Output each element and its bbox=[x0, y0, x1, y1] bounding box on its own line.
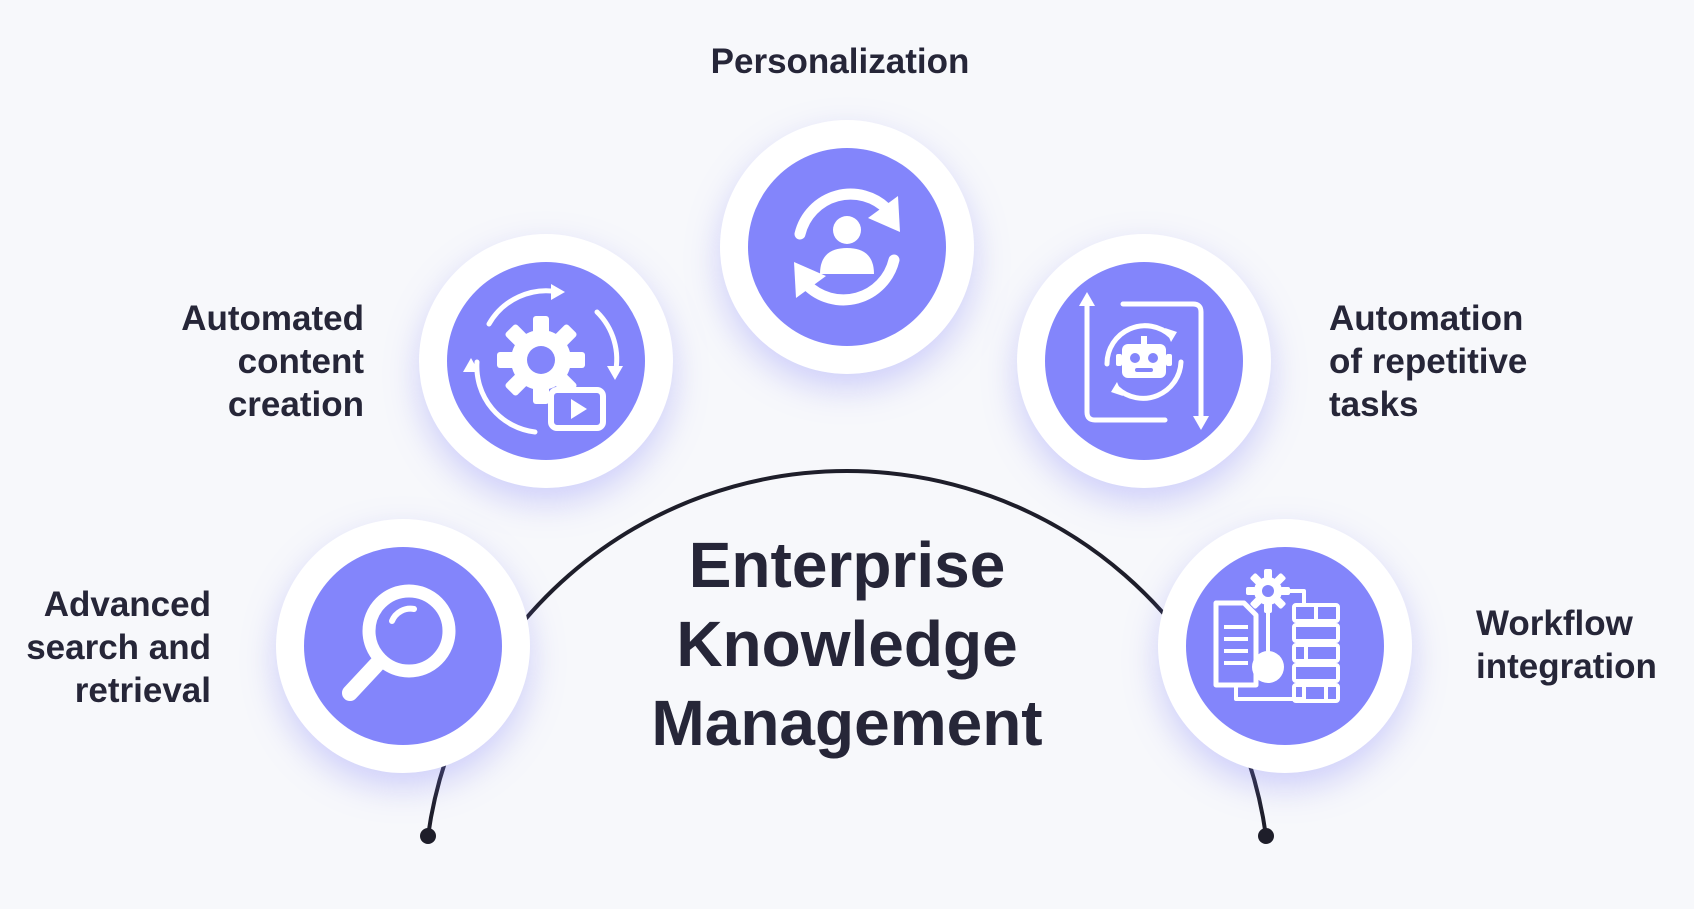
node-advanced-search-retrieval bbox=[276, 519, 530, 773]
node-disc bbox=[447, 262, 645, 460]
gear-video-cycle-icon bbox=[463, 284, 623, 435]
node-disc bbox=[1186, 547, 1384, 745]
title-line: Knowledge bbox=[676, 608, 1018, 680]
title-line: Management bbox=[651, 687, 1043, 759]
label-line: content bbox=[237, 342, 364, 381]
label-line: Personalization bbox=[710, 42, 970, 81]
title-line: Enterprise bbox=[688, 529, 1006, 601]
person-refresh-icon bbox=[794, 188, 900, 306]
label-line: Automated bbox=[181, 299, 364, 338]
node-disc bbox=[748, 148, 946, 346]
label-line: integration bbox=[1476, 647, 1657, 686]
label-workflow-integration: Workflow integration bbox=[1476, 602, 1657, 688]
label-line: tasks bbox=[1329, 385, 1419, 424]
arc-endpoint-right bbox=[1258, 828, 1274, 844]
node-disc bbox=[304, 547, 502, 745]
label-line: of repetitive bbox=[1329, 342, 1528, 381]
robot-cycle-icon bbox=[1079, 292, 1209, 430]
label-personalization: Personalization bbox=[690, 40, 990, 83]
node-personalization bbox=[720, 120, 974, 374]
workflow-document-icon bbox=[1213, 569, 1340, 703]
label-line: retrieval bbox=[74, 671, 211, 710]
diagram-title: Enterprise Knowledge Management bbox=[590, 526, 1104, 763]
node-automated-content-creation bbox=[419, 234, 673, 488]
label-advanced-search-retrieval: Advanced search and retrieval bbox=[10, 583, 211, 712]
label-automation-repetitive-tasks: Automation of repetitive tasks bbox=[1329, 297, 1527, 426]
node-disc bbox=[1045, 262, 1243, 460]
label-line: Advanced bbox=[43, 585, 211, 624]
node-workflow-integration bbox=[1158, 519, 1412, 773]
label-line: Automation bbox=[1329, 299, 1524, 338]
label-automated-content-creation: Automated content creation bbox=[100, 297, 364, 426]
magnifier-icon bbox=[342, 584, 456, 701]
node-automation-repetitive-tasks bbox=[1017, 234, 1271, 488]
arc-endpoint-left bbox=[420, 828, 436, 844]
label-line: Workflow bbox=[1476, 604, 1633, 643]
label-line: creation bbox=[227, 385, 364, 424]
label-line: search and bbox=[26, 628, 211, 667]
